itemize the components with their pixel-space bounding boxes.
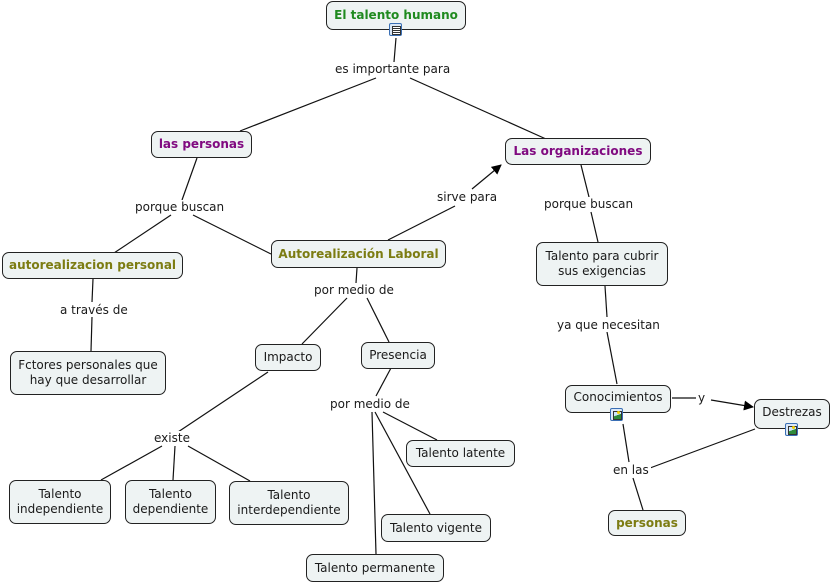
link-conoc-enlas [622, 423, 630, 463]
link-label-existe: existe [152, 431, 192, 445]
node-autorealizacion-personal[interactable]: autorealizacion personal [2, 252, 183, 279]
link-label-porque-buscan-organizaciones: porque buscan [542, 197, 636, 211]
link-pormedio-impacto [301, 297, 348, 345]
link-existe-dep [172, 445, 176, 481]
node-talento-dependiente[interactable]: Talento dependiente [125, 480, 216, 524]
link-label-por-medio-de-autolab: por medio de [312, 283, 396, 297]
link-phrase-personas [239, 77, 377, 132]
image-icon[interactable] [610, 408, 623, 421]
link-pormedio-latente [382, 411, 438, 441]
link-y-destrezas [710, 399, 754, 411]
link-label-por-medio-de-presencia: por medio de [328, 397, 412, 411]
link-phrase-organizaciones [409, 77, 547, 140]
link-personas-porque [181, 157, 198, 201]
link-label-sirve-para: sirve para [435, 190, 500, 204]
node-talento-interdependiente[interactable]: Talento interdependiente [229, 481, 349, 525]
link-pormedio-vigente [374, 411, 431, 515]
image-icon[interactable] [785, 423, 798, 436]
node-personas[interactable]: personas [608, 510, 686, 536]
link-label-ya-que-necesitan: ya que necesitan [555, 318, 662, 332]
link-label-en-las: en las [611, 463, 651, 477]
node-talento-vigente[interactable]: Talento vigente [381, 514, 491, 542]
node-autorealizacion-laboral[interactable]: Autorealización Laboral [271, 240, 446, 268]
link-porque-autoper [113, 214, 172, 254]
link-autolab-sirve [387, 205, 456, 241]
link-porque-autolab [192, 214, 272, 255]
link-porque-talento [590, 211, 599, 243]
node-el-talento-humano[interactable]: El talento humano [326, 1, 466, 30]
node-factores-personales[interactable]: Fctores personales que hay que desarroll… [10, 351, 166, 395]
node-las-organizaciones[interactable]: Las organizaciones [505, 138, 651, 165]
link-enlas-personas [632, 477, 644, 511]
link-label-porque-buscan-personas: porque buscan [133, 200, 227, 214]
link-label-a-traves-de: a través de [58, 303, 130, 317]
link-root-phrase [393, 37, 397, 63]
link-impacto-existe [177, 371, 269, 433]
node-impacto[interactable]: Impacto [255, 344, 321, 371]
link-sirve-organizaciones [471, 164, 502, 190]
link-pormedio-presencia [366, 297, 390, 343]
document-icon[interactable] [389, 23, 402, 36]
node-talento-independiente[interactable]: Talento independiente [9, 480, 111, 524]
link-existe-indep [100, 445, 163, 481]
link-label-y: y [696, 391, 708, 405]
node-presencia[interactable]: Presencia [361, 342, 435, 369]
link-pormedio-permanente [371, 411, 377, 555]
node-talento-latente[interactable]: Talento latente [406, 440, 515, 467]
node-talento-permanente[interactable]: Talento permanente [306, 554, 444, 582]
link-autoper-atraves [91, 278, 94, 303]
link-talento-yaque [604, 285, 608, 318]
link-autolab-pormedio [355, 267, 358, 284]
node-talento-cubrir-exigencias[interactable]: Talento para cubrir sus exigencias [536, 242, 668, 286]
link-presencia-pormedio [375, 367, 392, 397]
link-label-es-importante-para: es importante para [333, 62, 453, 76]
node-las-personas[interactable]: las personas [151, 131, 252, 158]
link-destrezas-enlas [649, 428, 756, 469]
link-existe-interdep [187, 445, 251, 482]
link-atraves-factores [90, 316, 93, 352]
link-yaque-conoc [606, 331, 618, 385]
link-organizaciones-porque [580, 164, 590, 198]
